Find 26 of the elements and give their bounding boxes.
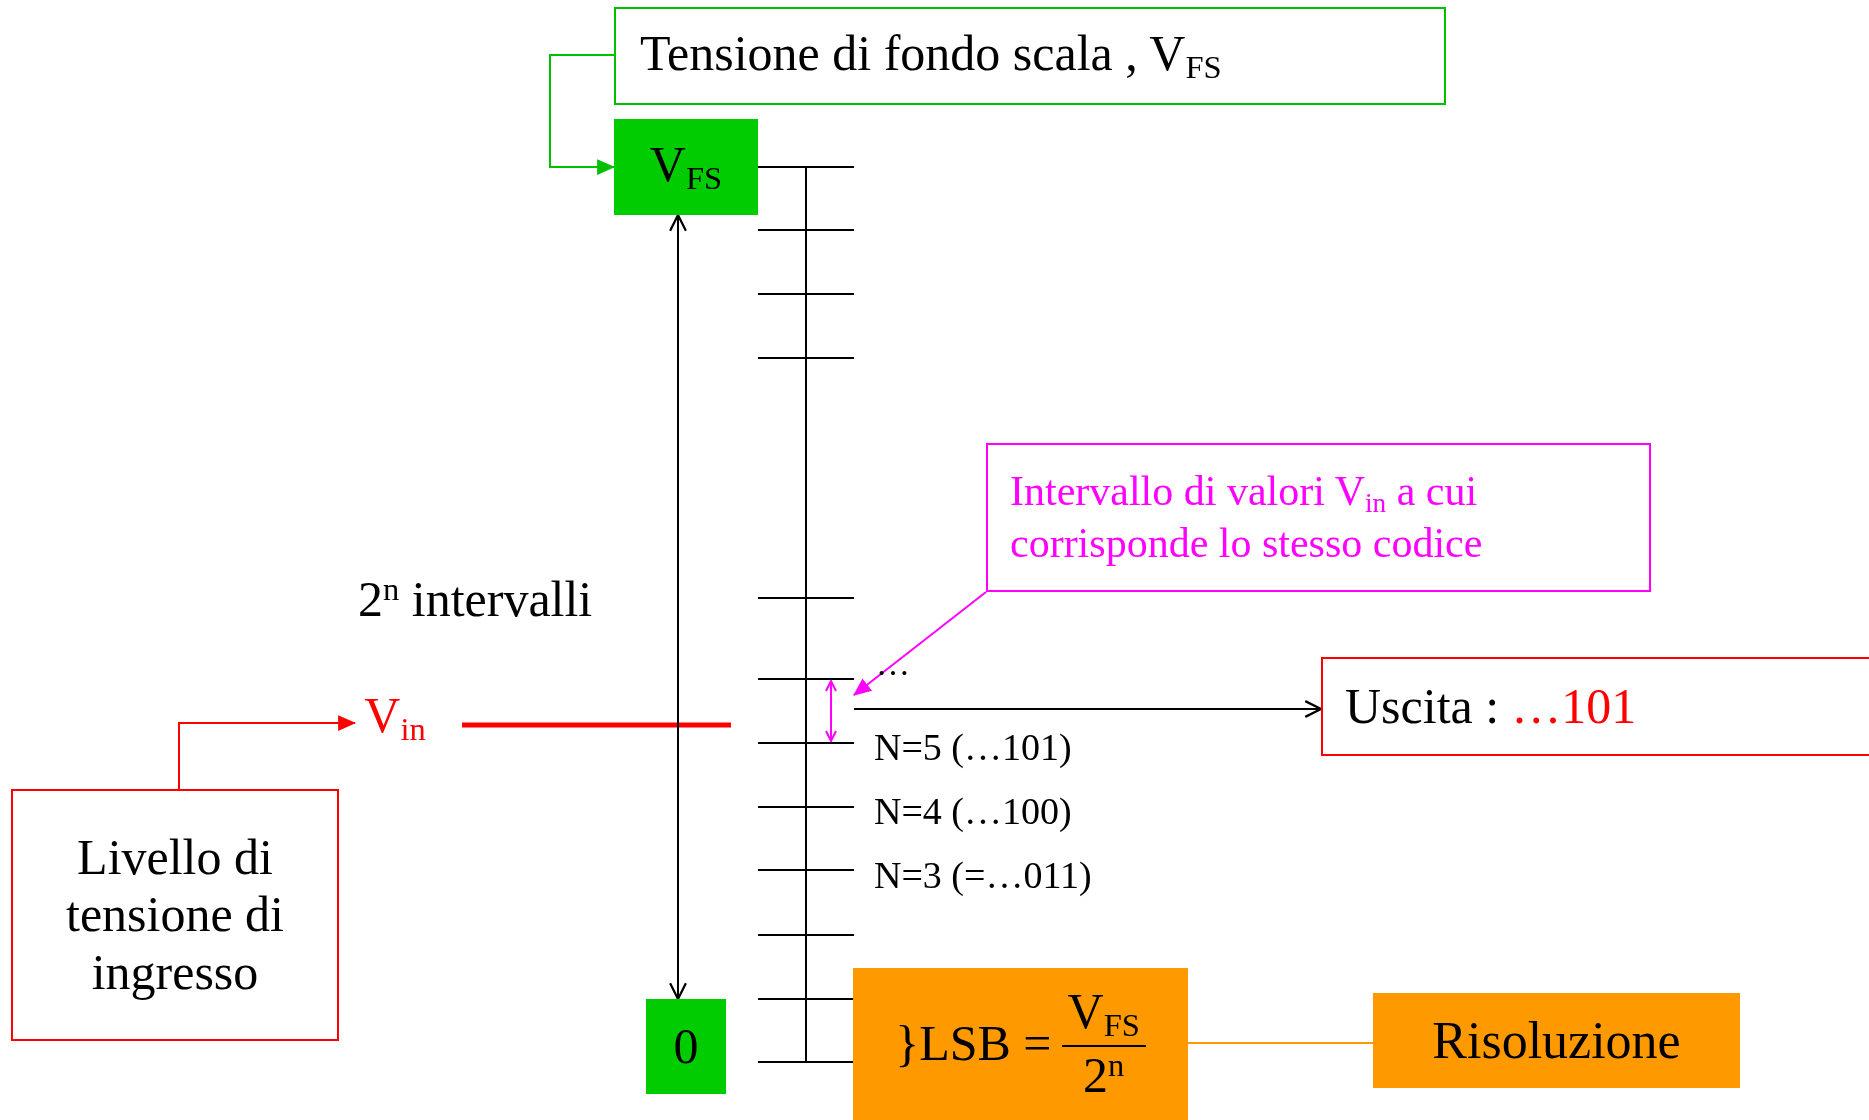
arrow	[853, 591, 987, 696]
double-arrow	[669, 213, 687, 1001]
output-code: …101	[1511, 677, 1637, 736]
scale-drawing	[757, 166, 855, 1063]
scale-top-box: V$_{FS}$	[614, 119, 758, 215]
formula-text: }LSB =	[895, 1015, 1052, 1073]
callout-box: Tensione di fondo scala , V$_{FS}$	[614, 7, 1446, 105]
code-level-text: N=4 (…100)	[874, 789, 1072, 833]
output-label: Uscita :	[1345, 677, 1500, 736]
callout-box: Livello di tensione di ingresso	[11, 789, 339, 1041]
result-box: Risoluzione	[1373, 993, 1740, 1088]
scale-bottom-box: 0	[646, 999, 726, 1094]
connector-line	[1187, 1042, 1374, 1044]
arrow	[178, 715, 357, 790]
fraction-denominator: 2$^{n}$	[1083, 1046, 1125, 1105]
code-level-text: N=3 (=…011)	[874, 853, 1092, 897]
output-box	[1321, 657, 1869, 756]
code-level-text: N=5 (…101)	[874, 725, 1072, 769]
input-voltage-text: V$_{in}$	[355, 685, 435, 751]
formula-box	[853, 968, 1188, 1120]
ellipsis-text: …	[876, 645, 910, 683]
arrow	[549, 54, 616, 175]
fraction-numerator: V$_{FS}$	[1061, 983, 1146, 1047]
arrow	[853, 700, 1323, 718]
callout-box: Intervallo di valori V$_{in}$ a cui corrisponde lo stesso codice	[986, 443, 1651, 592]
interval-count-text: 2$^{n}$ intervalli	[358, 570, 593, 628]
